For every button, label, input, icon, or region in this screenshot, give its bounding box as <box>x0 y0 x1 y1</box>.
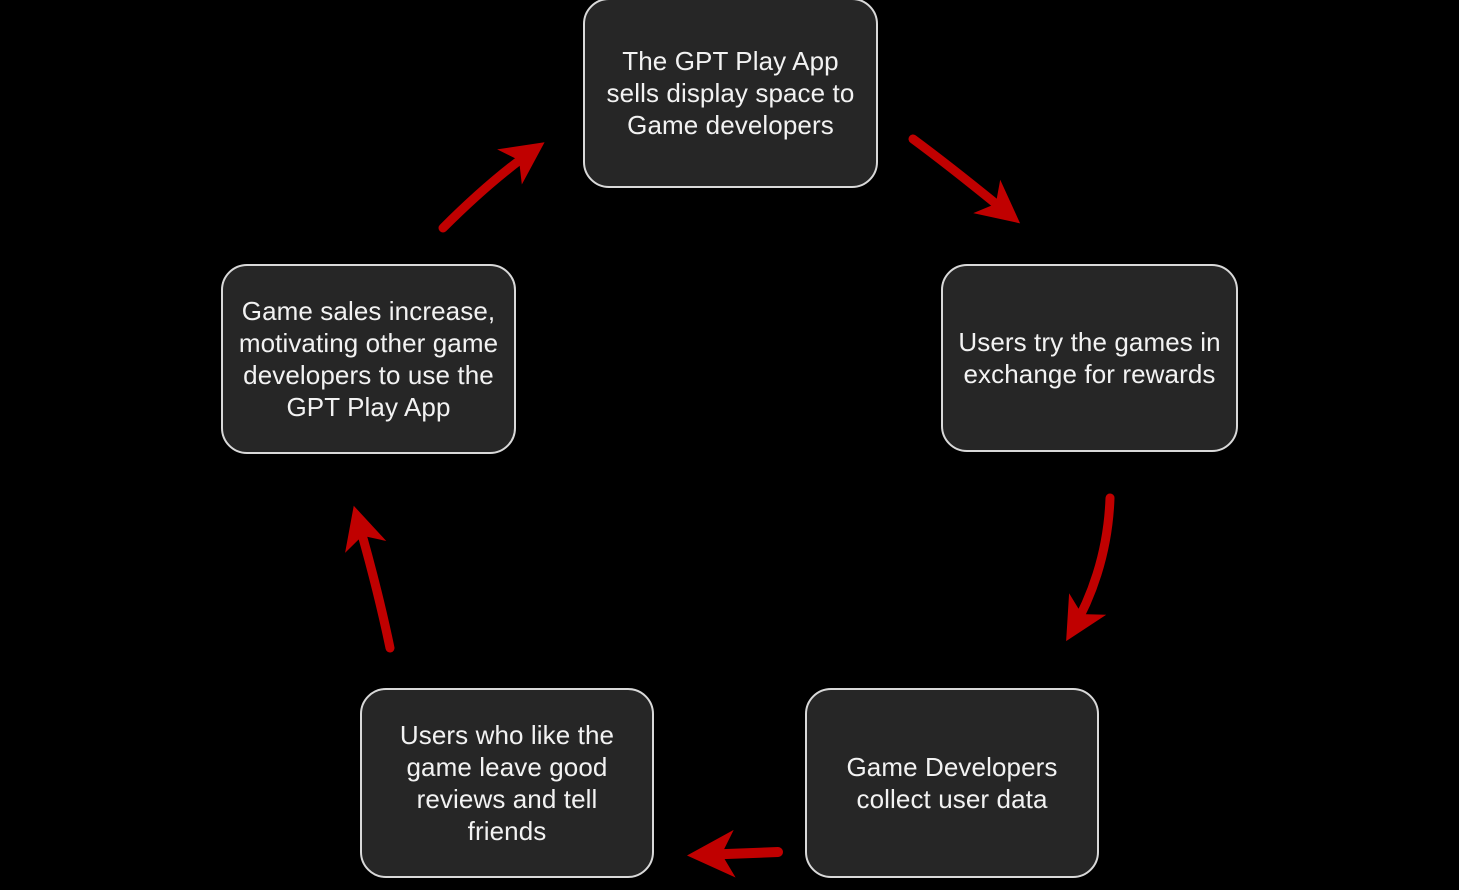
node-right-users-try-games[interactable]: Users try the games in exchange for rewa… <box>941 264 1238 452</box>
arrow-right-to-bottom-right <box>1066 493 1115 642</box>
node-left-label: Game sales increase, motivating other ga… <box>238 296 499 422</box>
arrow-top-to-right <box>908 134 1021 224</box>
arrow-bottom-left-to-left <box>345 505 395 653</box>
node-bottom-right-label: Game Developers collect user data <box>846 752 1058 814</box>
node-top-label: The GPT Play App sells display space to … <box>606 46 855 140</box>
node-right-label: Users try the games in exchange for rewa… <box>958 327 1221 389</box>
node-bottom-right-collect-user-data[interactable]: Game Developers collect user data <box>805 688 1099 878</box>
arrow-bottom-right-to-bottom-left <box>687 829 783 878</box>
node-bottom-left-label: Users who like the game leave good revie… <box>399 720 615 846</box>
node-top-gpt-play-app[interactable]: The GPT Play App sells display space to … <box>583 0 878 188</box>
node-left-game-sales-increase[interactable]: Game sales increase, motivating other ga… <box>221 264 516 454</box>
node-bottom-left-good-reviews[interactable]: Users who like the game leave good revie… <box>360 688 654 878</box>
arrow-left-to-top <box>438 142 545 233</box>
